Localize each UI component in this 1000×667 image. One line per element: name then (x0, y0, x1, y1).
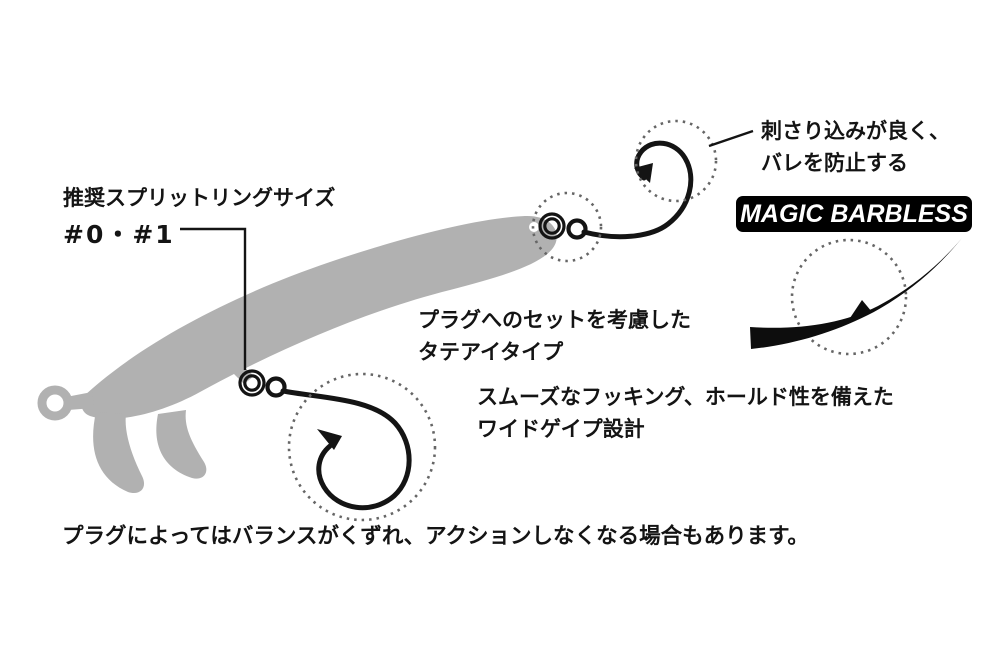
eye-type-line1: プラグへのセットを考慮した (418, 309, 691, 332)
magic-barbless-badge: MAGIC BARBLESS (736, 196, 972, 232)
lure-body-silhouette (81, 215, 557, 419)
closeup-focus-circle (790, 238, 908, 356)
tail-ring-connector (66, 392, 94, 410)
wide-gape-line1: スムーズなフッキング、ホールド性を備えた (477, 386, 894, 409)
footnote-text: プラグによってはバランスがくずれ、アクションしなくなる場合もあります。 (62, 524, 809, 548)
rear-hook-eye (566, 218, 588, 240)
wide-gape-label: スムーズなフッキング、ホールド性を備えた ワイドゲイプ設計 (477, 382, 894, 445)
eye-type-label: プラグへのセットを考慮した タテアイタイプ (418, 305, 691, 368)
eye-type-line2: タテアイタイプ (418, 340, 564, 364)
penetration-label-connector (708, 129, 754, 148)
barbless-point-closeup (750, 238, 962, 349)
rear-hook-point (634, 163, 653, 183)
split-ring-size-line1: 推奨スプリットリングサイズ (63, 187, 336, 210)
belly-hook-focus-circle (287, 372, 437, 522)
lure-front-fin (93, 412, 145, 494)
penetration-label: 刺さり込みが良く、 バレを防止する (761, 116, 950, 179)
rear-hook-point-focus-circle (634, 119, 718, 203)
belly-split-ring-inner (243, 374, 261, 392)
belly-hook-point (317, 429, 342, 450)
rear-hook (581, 140, 694, 240)
barbless-bump (850, 300, 872, 318)
lure-tail-ring (37, 385, 73, 421)
lure-rear-fin (156, 410, 207, 479)
split-ring-size-line2: #0・#1 (63, 219, 175, 249)
penetration-line2: バレを防止する (761, 151, 908, 175)
rear-split-ring-focus-circle (531, 191, 603, 263)
rear-split-ring-inner (543, 217, 561, 235)
split-ring-label-connector (180, 227, 247, 370)
split-ring-size-label: 推奨スプリットリングサイズ #0・#1 (63, 183, 335, 253)
belly-split-ring-outer (238, 369, 266, 397)
wide-gape-line2: ワイドゲイプ設計 (477, 417, 645, 441)
belly-hook-eye (265, 376, 287, 398)
rear-split-ring-outer (538, 212, 566, 240)
belly-hook (280, 388, 412, 511)
penetration-line1: 刺さり込みが良く、 (761, 120, 950, 143)
